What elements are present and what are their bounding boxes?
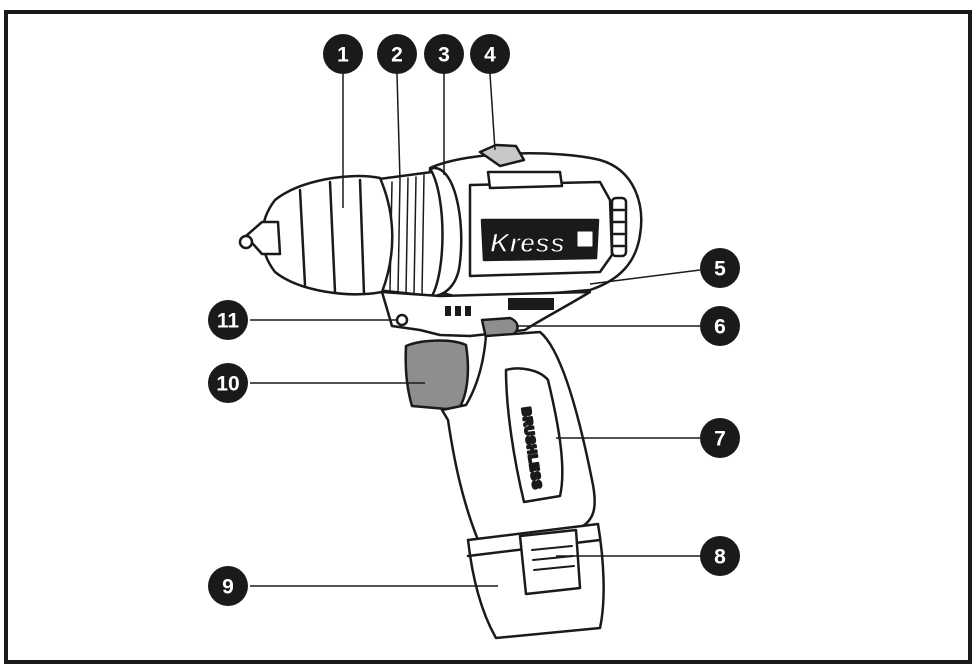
callout-10: 10 bbox=[208, 363, 248, 403]
callout-8: 8 bbox=[700, 536, 740, 576]
brand-panel bbox=[480, 218, 600, 262]
svg-text:4: 4 bbox=[484, 44, 496, 67]
svg-text:10: 10 bbox=[216, 373, 239, 396]
callout-7: 7 bbox=[700, 418, 740, 458]
chuck-groove bbox=[298, 188, 307, 287]
svg-text:2: 2 bbox=[391, 44, 403, 67]
led-light bbox=[395, 313, 409, 327]
drill-illustration: Kress bbox=[238, 143, 643, 640]
trigger bbox=[404, 339, 470, 412]
svg-text:3: 3 bbox=[438, 44, 450, 67]
handle-grip bbox=[504, 367, 564, 504]
chuck-groove bbox=[358, 178, 366, 296]
callout-badges: 1 2 3 4 5 6 7 8 9 10 11 bbox=[208, 34, 740, 606]
svg-text:1: 1 bbox=[337, 44, 349, 67]
battery-indicator bbox=[445, 298, 554, 316]
svg-text:5: 5 bbox=[714, 258, 726, 281]
chuck bbox=[261, 174, 394, 296]
brand-mark bbox=[577, 231, 593, 247]
leader-5 bbox=[589, 269, 701, 285]
svg-text:11: 11 bbox=[217, 310, 240, 333]
leader-lines bbox=[250, 73, 701, 587]
callout-9: 9 bbox=[208, 566, 248, 606]
svg-text:7: 7 bbox=[714, 428, 726, 451]
callout-6: 6 bbox=[700, 306, 740, 346]
rear-vent bbox=[610, 196, 628, 258]
svg-text:9: 9 bbox=[222, 576, 234, 599]
bit-tip bbox=[238, 234, 254, 250]
gear-selector bbox=[478, 143, 526, 168]
callout-4: 4 bbox=[470, 34, 510, 74]
callout-11: 11 bbox=[208, 300, 248, 340]
callout-1: 1 bbox=[323, 34, 363, 74]
callout-3: 3 bbox=[424, 34, 464, 74]
leader-2 bbox=[396, 73, 401, 181]
leader-4 bbox=[489, 73, 496, 151]
svg-text:8: 8 bbox=[714, 546, 726, 569]
svg-text:6: 6 bbox=[714, 316, 726, 339]
chuck-nose bbox=[244, 220, 282, 256]
battery-release-button bbox=[518, 528, 582, 596]
chuck-groove bbox=[328, 180, 337, 294]
brand-label: Kress bbox=[490, 228, 565, 258]
callout-2: 2 bbox=[377, 34, 417, 74]
top-slide bbox=[486, 170, 564, 190]
callout-5: 5 bbox=[700, 248, 740, 288]
